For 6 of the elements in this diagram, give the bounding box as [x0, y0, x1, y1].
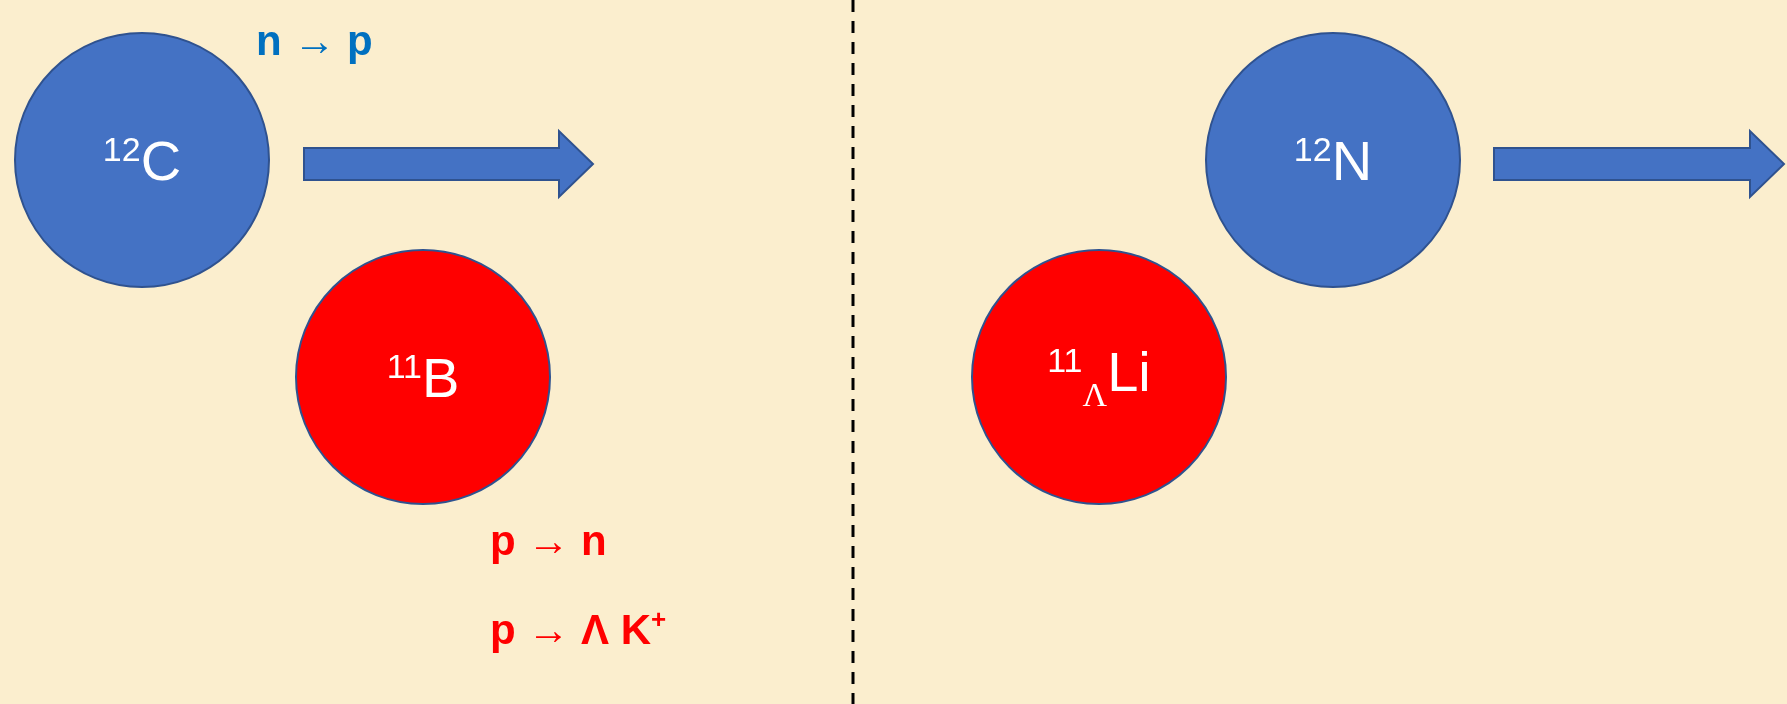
nucleus-label: $^{12}$C: [102, 131, 182, 189]
process-label: p → n: [490, 520, 607, 562]
process-label: p → Λ K$^{+}$: [490, 606, 667, 651]
process-label: n → p: [256, 20, 373, 62]
nucleus-label: $^{11}$B: [386, 348, 460, 406]
nucleus-label: $^{12}$N: [1293, 131, 1373, 189]
